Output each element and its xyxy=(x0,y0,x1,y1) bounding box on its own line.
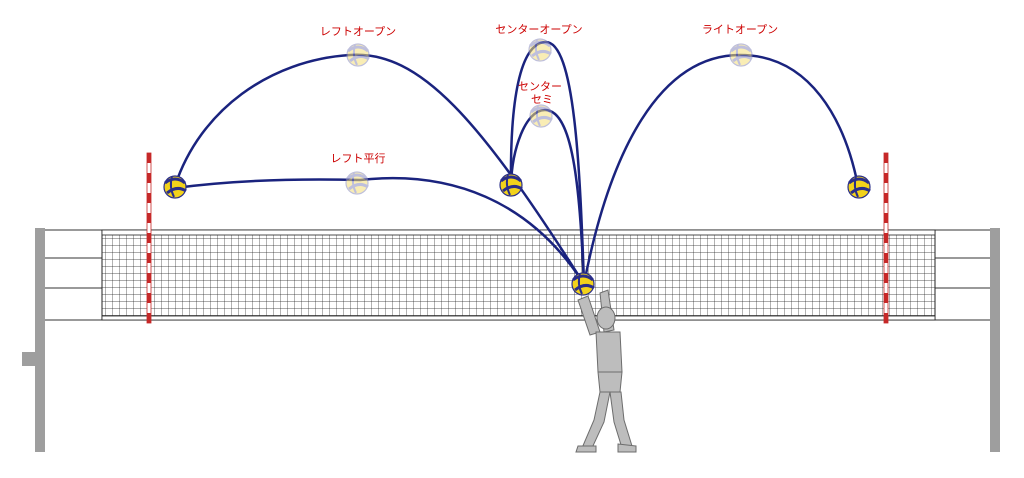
setter-figure-icon xyxy=(575,289,637,453)
volleyball-icon xyxy=(344,170,370,196)
volleyball-icon xyxy=(570,271,596,297)
volleyball-icon xyxy=(498,172,524,198)
volleyball-icon xyxy=(846,174,872,200)
label-left-quick: レフト平行 xyxy=(331,152,386,165)
center-open-trajectory xyxy=(509,40,586,285)
midflight-balls xyxy=(344,37,754,196)
left-post xyxy=(22,228,45,452)
label-center-semi-1: センター xyxy=(518,80,562,93)
attack-point-balls xyxy=(162,172,872,200)
right-antenna xyxy=(883,152,889,324)
set-labels: レフトオープン センターオープン センター セミ ライトオープン レフト平行 xyxy=(320,23,778,165)
volleyball-icon xyxy=(162,174,188,200)
center-semi-trajectory xyxy=(509,108,586,285)
volleyball-icon xyxy=(728,42,754,68)
left-quick-trajectory xyxy=(174,176,586,285)
left-antenna xyxy=(146,152,152,324)
label-center-semi-2: セミ xyxy=(531,93,553,106)
volleyball-icon xyxy=(528,103,554,129)
right-post xyxy=(990,228,1000,452)
volleyball-icon xyxy=(527,37,553,63)
net-mesh xyxy=(101,229,936,321)
volleyball-icon xyxy=(345,42,371,68)
label-center-open: センターオープン xyxy=(495,23,582,36)
label-right-open: ライトオープン xyxy=(702,23,778,36)
label-left-open: レフトオープン xyxy=(320,25,396,38)
